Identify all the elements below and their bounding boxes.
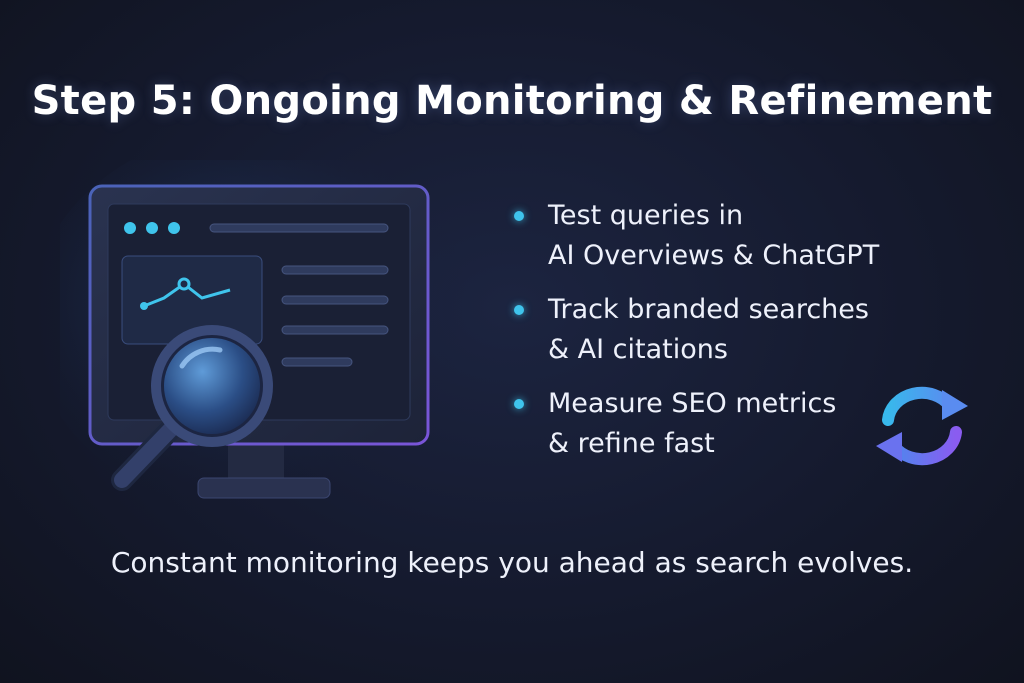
bullet-dot-icon — [514, 305, 524, 315]
list-item: Measure SEO metrics & refine fast — [512, 384, 982, 464]
bullet-line-2: & AI citations — [548, 334, 728, 365]
bullet-line-1: Measure SEO metrics — [548, 388, 837, 419]
refresh-arrows-icon — [876, 386, 968, 466]
monitor-with-magnifier-icon — [60, 160, 470, 510]
bullet-dot-icon — [514, 211, 524, 221]
bullet-line-1: Track branded searches — [548, 294, 869, 325]
bullet-dot-icon — [514, 399, 524, 409]
page-title: Step 5: Ongoing Monitoring & Refinement — [31, 78, 993, 124]
list-item: Track branded searches & AI citations — [512, 290, 982, 370]
bullet-line-2: AI Overviews & ChatGPT — [548, 240, 880, 271]
bullet-line-2: & refine fast — [548, 428, 715, 459]
list-item: Test queries in AI Overviews & ChatGPT — [512, 196, 982, 276]
bullet-line-1: Test queries in — [548, 200, 744, 231]
footer-caption: Constant monitoring keeps you ahead as s… — [110, 546, 914, 579]
bullet-list: Test queries in AI Overviews & ChatGPT T… — [512, 196, 982, 478]
